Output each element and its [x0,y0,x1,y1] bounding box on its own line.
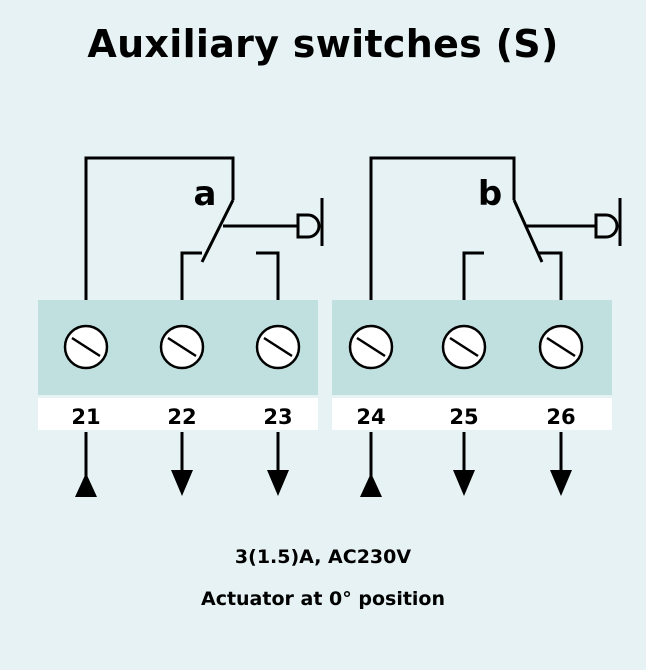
terminal-25: 25 [441,324,487,496]
switch-block-a: a 21 22 23 [38,156,324,497]
terminal-26: 26 [538,324,584,496]
contact-wire-26 [539,251,563,300]
screw-slot [546,336,576,358]
page-title: Auxiliary switches (S) [87,22,559,66]
arrow-up-icon [360,473,382,497]
contact-wire-22 [180,251,202,300]
arrow-down-icon [453,470,475,496]
common-wire [369,156,516,300]
terminal-21: 21 [63,324,109,497]
arrow-up-icon [75,473,97,497]
screw-slot [263,336,293,358]
switch-label: a [194,174,217,214]
terminal-24: 24 [348,324,394,497]
switch-blade [512,199,544,263]
screw-slot [167,336,197,358]
cam-symbol [296,213,321,239]
terminal-number: 26 [546,405,575,429]
switch-blade [200,199,235,263]
terminal-23: 23 [255,324,301,496]
screw-slot [71,336,101,358]
terminal-number: 24 [356,405,385,429]
rating-label: 3(1.5)A, AC230V [234,546,412,568]
contact-wire-25 [462,251,484,300]
common-wire [84,156,235,300]
terminal-number: 23 [263,405,292,429]
position-note: Actuator at 0° position [200,588,446,610]
cam-symbol [594,213,619,239]
arrow-down-icon [267,470,289,496]
terminal-number: 25 [449,405,478,429]
arrow-down-icon [171,470,193,496]
switch-block-b: b 24 25 26 [332,156,622,497]
terminal-22: 22 [159,324,205,496]
contact-wire-23 [256,251,280,300]
terminal-number: 22 [167,405,196,429]
terminal-label-strip [332,398,612,430]
switch-label: b [478,174,502,214]
terminal-label-strip [38,398,318,430]
terminal-number: 21 [71,405,100,429]
arrow-down-icon [550,470,572,496]
screw-slot [449,336,479,358]
screw-slot [356,336,386,358]
